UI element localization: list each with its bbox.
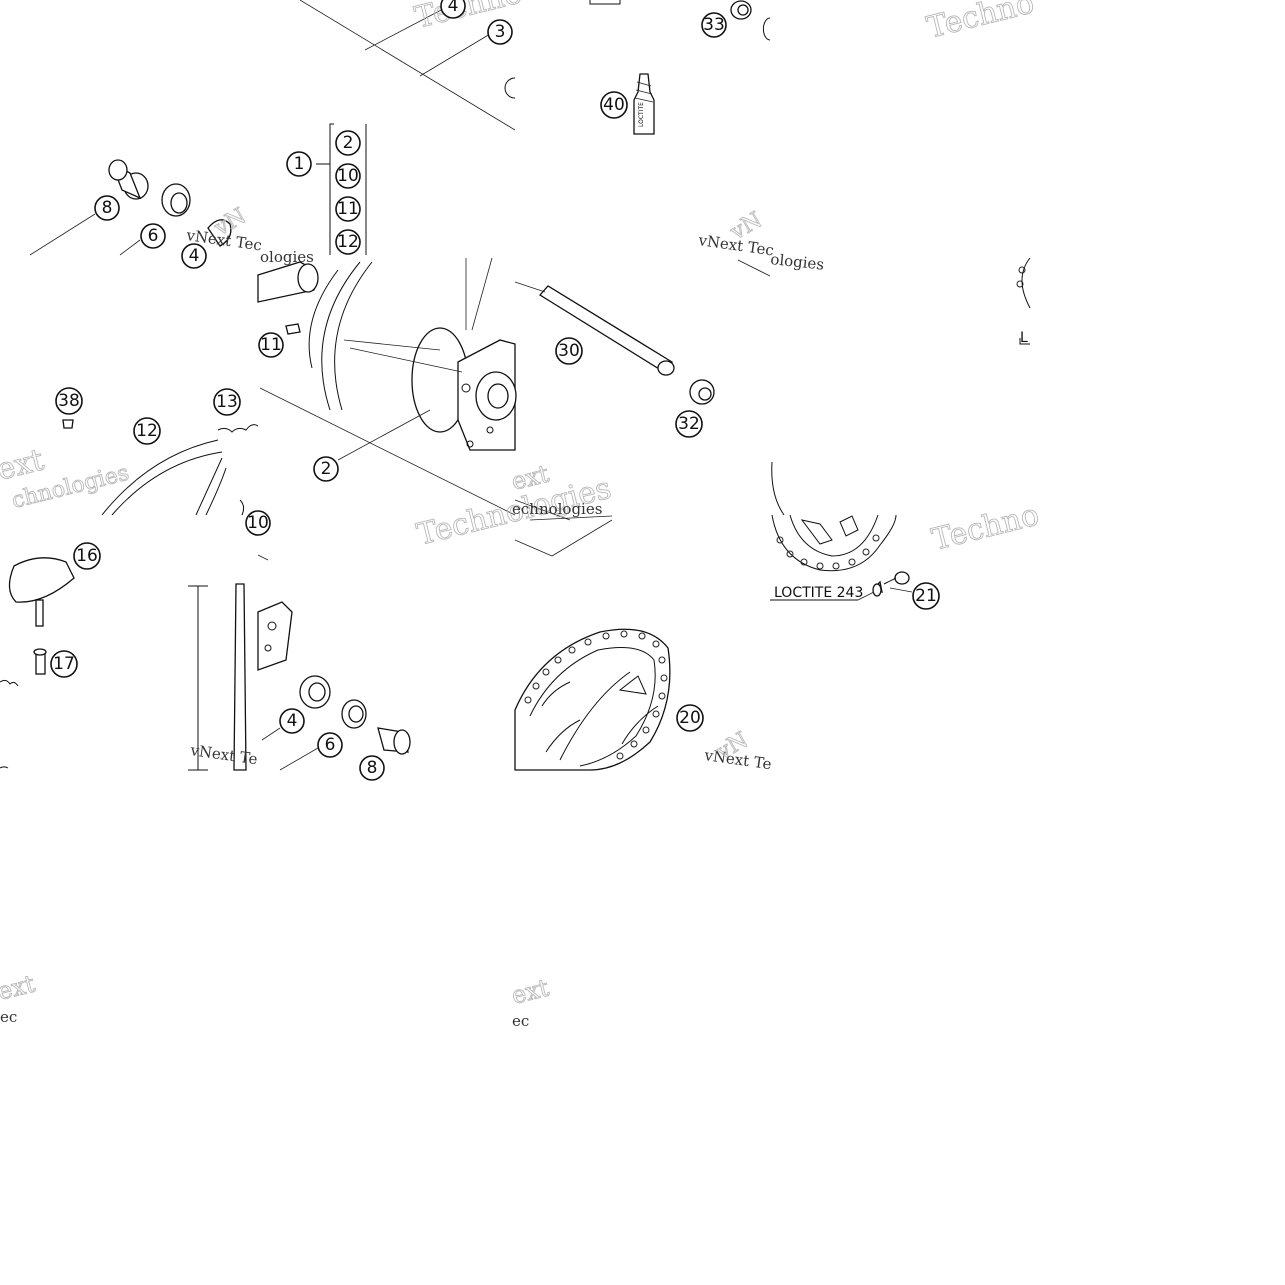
- callout: 12: [335, 229, 361, 255]
- svg-text:12: 12: [136, 421, 158, 441]
- watermark-techno-right-2: Techno: [928, 497, 1042, 557]
- callout: 8: [94, 195, 120, 221]
- callout: 1: [286, 151, 312, 177]
- disc-holes: [524, 266, 1026, 760]
- svg-text:32: 32: [678, 414, 700, 434]
- bushing-8-drawing: [108, 159, 149, 200]
- tile-center-axle: [514, 281, 715, 521]
- axle-30-drawing: [514, 281, 675, 376]
- svg-text:8: 8: [367, 758, 378, 778]
- callout: 11: [335, 196, 361, 222]
- nut-32-drawing: [689, 379, 715, 405]
- callout: 10: [335, 163, 361, 189]
- svg-text:2: 2: [343, 133, 354, 153]
- callout: 32: [675, 410, 703, 438]
- callout: 40: [600, 91, 628, 119]
- callouts: 4 3 33 40 1 2 10 11 12 8 6 4 11 30 32 2 …: [50, 0, 940, 781]
- callout: 2: [335, 130, 361, 156]
- bearing-4-drawing: [299, 675, 331, 709]
- svg-text:4: 4: [189, 246, 200, 266]
- svg-text:8: 8: [102, 198, 113, 218]
- svg-text:12: 12: [337, 232, 359, 252]
- callout: 6: [317, 732, 343, 758]
- svg-text:11: 11: [337, 199, 359, 219]
- loctite-tube-40-drawing: LOCTITE: [633, 73, 655, 135]
- hub-drawing: [411, 327, 517, 451]
- bushing-8b-drawing: [377, 727, 411, 755]
- brake-disc-20-drawing: [514, 628, 671, 771]
- svg-text:6: 6: [148, 226, 159, 246]
- tile-bottom-center: [257, 554, 411, 771]
- callout: 3: [487, 19, 513, 45]
- watermark-echnologies-center: echnologies: [512, 500, 602, 518]
- rim-lock-16-drawing: [8, 557, 75, 627]
- svg-text:6: 6: [325, 735, 336, 755]
- callout: 33: [701, 12, 727, 38]
- callout: 12: [133, 417, 161, 445]
- bolt-21-drawing: [872, 571, 910, 597]
- watermark-ologies: ologies: [770, 250, 825, 274]
- callout: 11: [258, 332, 284, 358]
- seal-6-drawing: [161, 183, 191, 217]
- svg-text:16: 16: [76, 546, 98, 566]
- callout: 2: [313, 456, 339, 482]
- bearing-partial-drawing: [207, 219, 232, 247]
- tile-center-wheel: [257, 257, 517, 516]
- callout: 4: [440, 0, 466, 19]
- watermark-ologies-2: ologies: [260, 248, 314, 266]
- tile-top-middle: LOCTITE: [589, 0, 771, 135]
- svg-text:20: 20: [679, 708, 701, 728]
- callout: 10: [245, 510, 271, 536]
- svg-text:10: 10: [247, 513, 269, 533]
- svg-text:30: 30: [558, 341, 580, 361]
- nut-33-drawing: [730, 0, 752, 20]
- svg-text:4: 4: [287, 711, 298, 731]
- callout: 6: [140, 223, 166, 249]
- nipple-11-drawing: [285, 323, 301, 335]
- seal-6b-drawing: [341, 699, 367, 729]
- callout: 13: [213, 388, 241, 416]
- svg-text:2: 2: [321, 459, 332, 479]
- callout: 21: [912, 582, 940, 610]
- tile-brake-disc: [514, 515, 671, 771]
- callout: 4: [279, 708, 305, 734]
- svg-text:4: 4: [448, 0, 459, 16]
- svg-text:10: 10: [337, 166, 359, 186]
- tile-top-left: [29, 0, 516, 256]
- callout: 8: [359, 755, 385, 781]
- svg-text:13: 13: [216, 392, 238, 412]
- tile-bottom-left: [0, 557, 247, 771]
- watermark-techno-right: Techno: [923, 0, 1037, 46]
- valve-17-drawing: [33, 648, 47, 675]
- svg-text:3: 3: [495, 22, 506, 42]
- svg-text:38: 38: [58, 391, 80, 411]
- loctite-tube-label: LOCTITE: [638, 102, 645, 127]
- watermark-ec-bottom-left: ec: [0, 1008, 17, 1026]
- partial-l-label: L: [1020, 330, 1028, 346]
- callout: 30: [555, 337, 583, 365]
- tile-disc-bolt: LOCTITE 243: [770, 514, 913, 601]
- callout: 38: [55, 387, 83, 415]
- watermark-ec-bottom-center: ec: [512, 1012, 529, 1030]
- tile-mid-right: [737, 257, 1031, 516]
- tile-mid-left: [62, 419, 259, 516]
- svg-text:17: 17: [53, 654, 75, 674]
- svg-text:21: 21: [915, 586, 937, 606]
- callout: 16: [73, 542, 101, 570]
- callout: 20: [676, 704, 704, 732]
- svg-text:33: 33: [703, 15, 725, 35]
- watermark-vnext-te-1: vNext Te: [188, 741, 258, 768]
- loctite-243-label: LOCTITE 243: [774, 585, 863, 601]
- svg-text:1: 1: [294, 154, 305, 174]
- callout: 4: [181, 243, 207, 269]
- svg-text:40: 40: [603, 95, 625, 115]
- callout: 17: [50, 650, 78, 678]
- plug-38-drawing: [62, 419, 74, 429]
- svg-text:11: 11: [260, 335, 282, 355]
